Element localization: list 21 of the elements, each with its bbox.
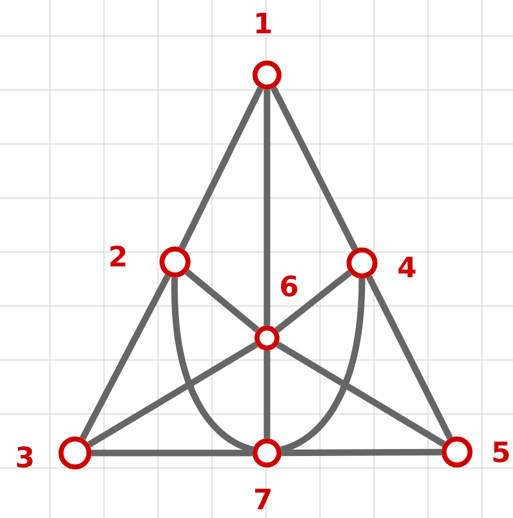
node-number: 6 [281,275,298,297]
node-number: 1 [256,12,271,34]
line [87,342,258,448]
line [264,90,270,326]
line [264,350,270,438]
line [281,448,442,456]
line [80,274,171,440]
node-number: 7 [255,488,271,510]
line [270,86,358,251]
line [171,277,254,453]
node-number: 3 [17,446,32,468]
line [276,342,446,447]
node-number: 4 [398,256,416,278]
line [366,275,453,440]
node-number: 5 [493,442,509,462]
line [184,269,260,333]
line [178,86,264,250]
line [280,278,366,453]
line [92,450,252,456]
node-number: 2 [110,246,126,266]
line [274,270,352,333]
